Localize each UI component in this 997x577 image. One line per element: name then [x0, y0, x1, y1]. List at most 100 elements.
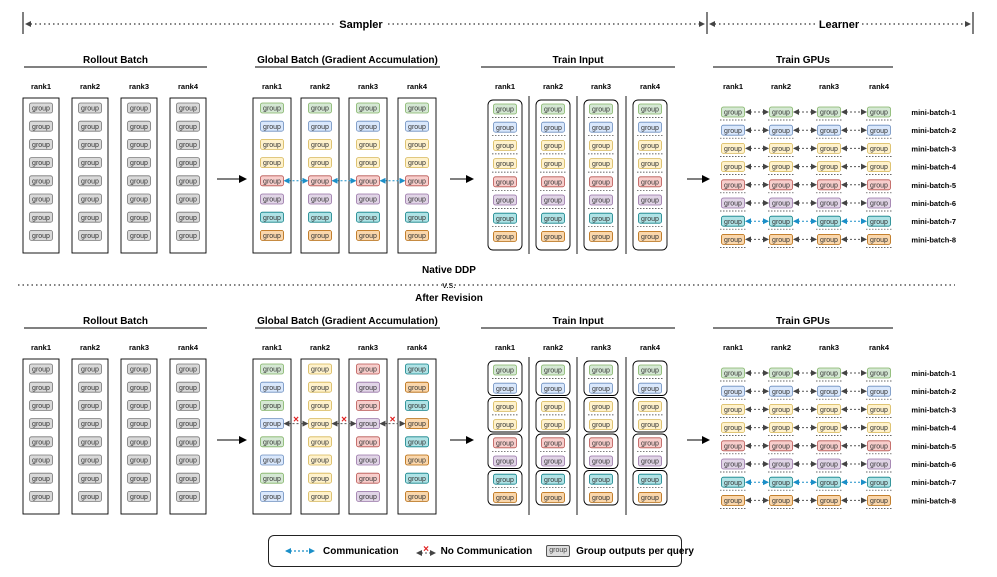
- group-chip: group: [78, 193, 102, 205]
- group-chip-label: group: [496, 477, 514, 484]
- group-chip-box: [867, 403, 891, 415]
- group-chip: group: [817, 403, 841, 415]
- group-chip-box: [769, 215, 793, 227]
- group-chip-box: [769, 458, 793, 470]
- group-chip-box: [589, 491, 613, 503]
- group-chip: group: [638, 382, 662, 394]
- native-ddp-section: Rollout Batchrank1groupgroupgroupgroupgr…: [22, 55, 957, 254]
- group-chip-box: [78, 211, 102, 223]
- rank-label: rank1: [723, 343, 743, 352]
- group-chip-label: group: [724, 182, 742, 189]
- group-chip: group: [127, 211, 151, 223]
- group-chip-label: group: [772, 182, 790, 189]
- group-chip-label: group: [311, 367, 329, 374]
- group-chip-label: group: [408, 124, 426, 131]
- rank-label: rank1: [262, 343, 282, 352]
- group-chip-box: [817, 233, 841, 245]
- group-chip: group: [176, 418, 200, 430]
- group-chip-box: [493, 382, 517, 394]
- group-chip: group: [308, 399, 332, 411]
- group-chip: group: [721, 476, 745, 488]
- group-chip-box: [78, 193, 102, 205]
- group-chip-label: group: [772, 110, 790, 117]
- group-chip-label: group: [81, 403, 99, 410]
- group-chip-box: [176, 363, 200, 375]
- section-divider: Native DDP v.s. After Revision: [18, 265, 955, 304]
- group-chip-label: group: [592, 386, 610, 393]
- group-chip-label: group: [496, 198, 514, 205]
- group-chip-box: [356, 472, 380, 484]
- group-chip: group: [638, 455, 662, 467]
- group-chip-box: [867, 179, 891, 191]
- group-chip-box: [127, 381, 151, 393]
- group-chip-box: [769, 385, 793, 397]
- group-chip-label: group: [592, 125, 610, 132]
- group-chip: group: [78, 120, 102, 132]
- group-chip-label: group: [641, 404, 659, 411]
- minibatch-label: mini-batch-2: [911, 126, 956, 135]
- minibatch-label: mini-batch-6: [911, 199, 956, 208]
- group-chip: group: [308, 120, 332, 132]
- group-chip: group: [176, 454, 200, 466]
- group-chip-box: [817, 494, 841, 506]
- group-chip-box: [817, 440, 841, 452]
- group-chip: group: [308, 490, 332, 502]
- group-chip-label: group: [408, 494, 426, 501]
- group-chip-box: [308, 157, 332, 169]
- group-chip: group: [867, 458, 891, 470]
- group-chip: group: [260, 381, 284, 393]
- group-chip-box: [308, 229, 332, 241]
- minibatch-label: mini-batch-4: [911, 163, 956, 172]
- group-chip-label: group: [359, 215, 377, 222]
- group-chip-box: [260, 102, 284, 114]
- group-chip-label: group: [359, 178, 377, 185]
- group-chip: group: [405, 381, 429, 393]
- group-chip: group: [493, 158, 517, 170]
- group-chip-box: [638, 194, 662, 206]
- group-chip-label: group: [32, 215, 50, 222]
- rank-label: rank3: [819, 82, 839, 91]
- group-chip-box: [638, 121, 662, 133]
- legend-group-chip: group: [546, 545, 571, 557]
- group-chip-box: [308, 436, 332, 448]
- group-chip: group: [817, 367, 841, 379]
- group-chip-label: group: [359, 233, 377, 240]
- group-chip-label: group: [179, 124, 197, 131]
- group-chip-label: group: [870, 462, 888, 469]
- group-chip-box: [176, 399, 200, 411]
- rank-label: rank1: [31, 343, 51, 352]
- group-chip-label: group: [179, 403, 197, 410]
- group-chip-label: group: [544, 216, 562, 223]
- group-chip-box: [176, 157, 200, 169]
- group-chip: group: [589, 230, 613, 242]
- group-chip-label: group: [544, 107, 562, 114]
- group-chip-label: group: [870, 146, 888, 153]
- group-chip: group: [308, 472, 332, 484]
- group-chip: group: [405, 363, 429, 375]
- group-chip-box: [589, 212, 613, 224]
- group-chip-label: group: [408, 178, 426, 185]
- global-title: Global Batch (Gradient Accumulation): [257, 316, 438, 327]
- group-chip-box: [493, 364, 517, 376]
- group-chip: group: [541, 194, 565, 206]
- rollout-batch: Rollout Batchrank1groupgroupgroupgroupgr…: [22, 316, 247, 515]
- group-chip-box: [867, 476, 891, 488]
- group-chip: group: [721, 124, 745, 136]
- minibatch-label: mini-batch-7: [911, 478, 956, 487]
- group-chip: group: [127, 193, 151, 205]
- group-chip-label: group: [870, 110, 888, 117]
- group-chip-label: group: [179, 178, 197, 185]
- group-chip: group: [541, 382, 565, 394]
- group-chip-label: group: [263, 215, 281, 222]
- group-chip-box: [541, 455, 565, 467]
- group-chip-box: [721, 124, 745, 136]
- group-chip-label: group: [81, 385, 99, 392]
- group-chip-box: [127, 363, 151, 375]
- group-chip-box: [867, 367, 891, 379]
- group-chip: group: [541, 158, 565, 170]
- group-chip: group: [589, 194, 613, 206]
- group-chip-box: [721, 403, 745, 415]
- group-chip: group: [817, 215, 841, 227]
- group-chip-label: group: [311, 106, 329, 113]
- group-chip-label: group: [359, 458, 377, 465]
